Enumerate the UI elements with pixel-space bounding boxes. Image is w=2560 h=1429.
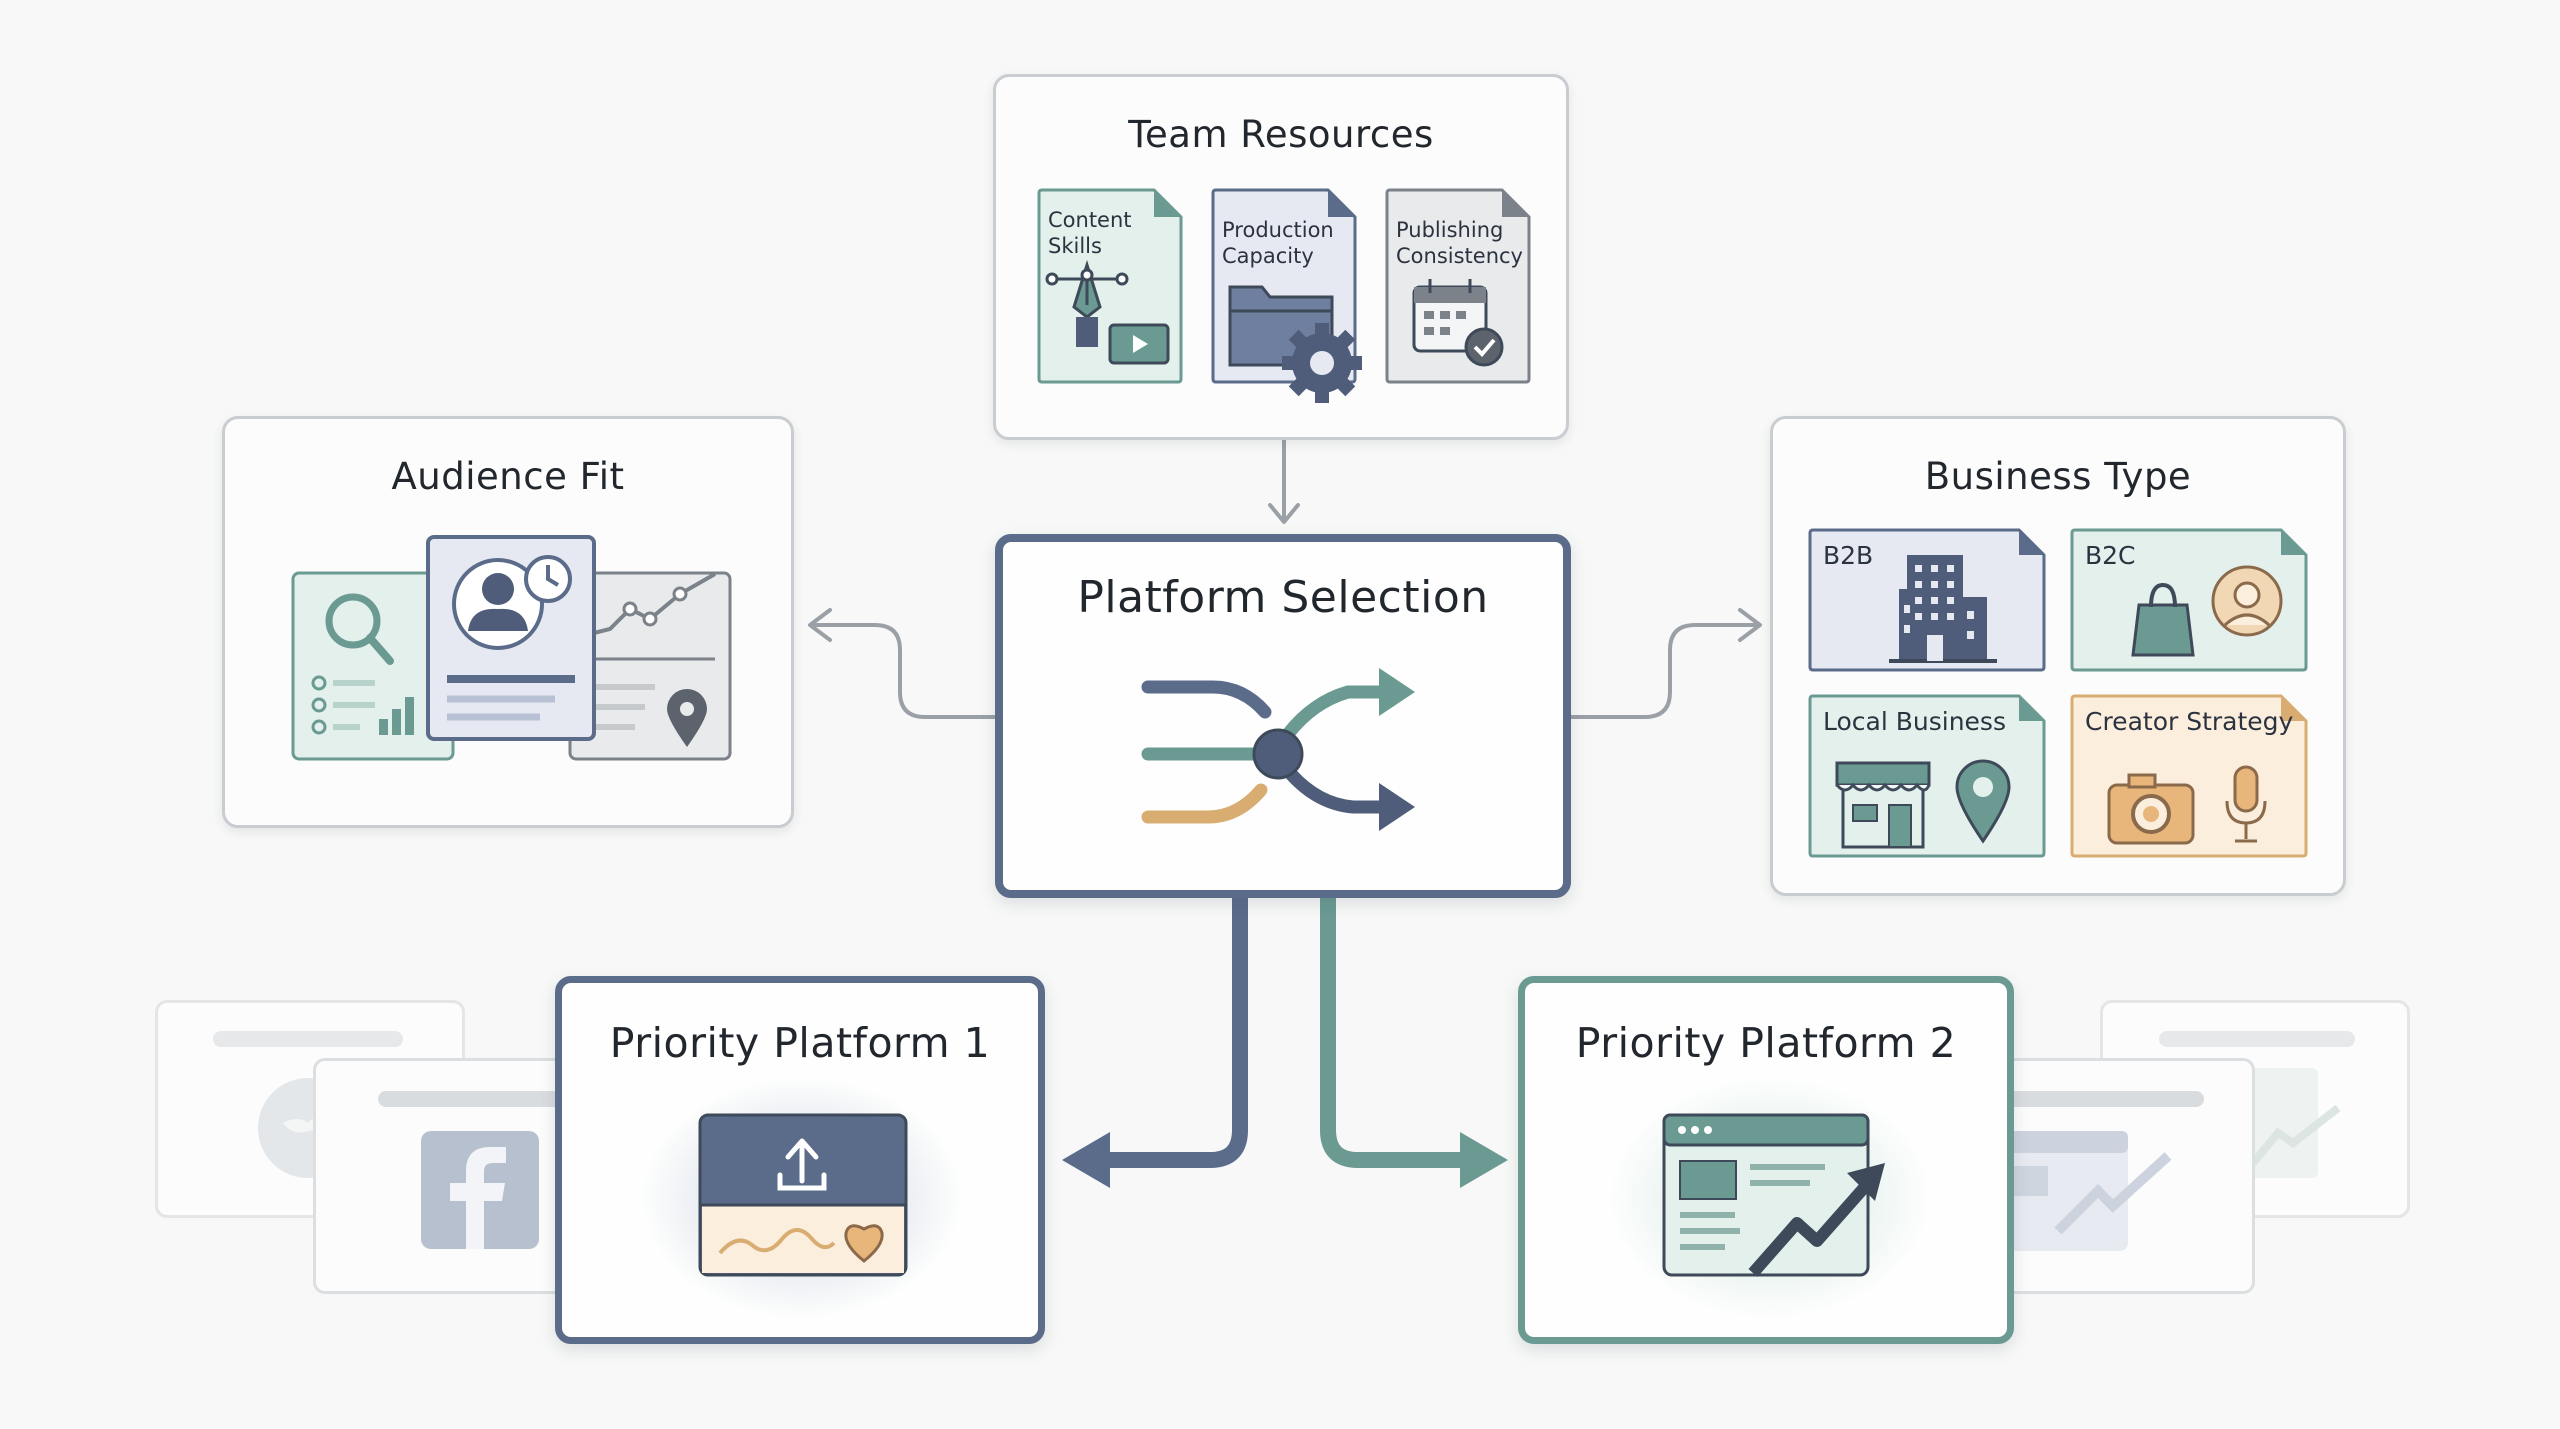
team-resources-title: Team Resources	[1128, 113, 1434, 156]
priority-platform-2-title: Priority Platform 2	[1575, 1019, 1957, 1067]
shopping-bag-icon	[2131, 582, 2195, 657]
business-type-title: Business Type	[1924, 455, 2192, 498]
browser-growth-chart-icon	[1610, 1078, 1930, 1318]
priority-platform-1-title: Priority Platform 1	[609, 1019, 991, 1067]
customer-avatar-icon	[2211, 565, 2283, 637]
audience-fit-title: Audience Fit	[391, 455, 625, 498]
connector-center-to-business	[1571, 623, 1758, 719]
microphone-icon	[2225, 765, 2267, 843]
trend-chart-icon	[2243, 1068, 2341, 1178]
browser-growth-icon	[1998, 1131, 2172, 1251]
production-capacity-label: Production Capacity	[1222, 218, 1334, 268]
connector-center-to-priority2	[1320, 898, 1465, 1168]
video-play-icon	[1108, 323, 1170, 365]
camera-icon	[2107, 773, 2195, 845]
connector-center-to-priority1	[1105, 898, 1248, 1168]
creator-strategy-label: Creator Strategy	[2085, 707, 2294, 736]
b2c-label: B2C	[2085, 541, 2136, 570]
line-chart-map-card	[568, 571, 732, 761]
profile-card	[426, 535, 596, 741]
publishing-consistency-card: Publishing Consistency	[1384, 187, 1532, 385]
connector-audience-arrowhead	[808, 608, 832, 642]
team-resources-panel: Team Resources Content Skills Production…	[993, 74, 1569, 440]
audience-fit-panel: Audience Fit	[222, 416, 794, 828]
calendar-check-icon	[1412, 279, 1504, 367]
search-analytics-card	[291, 571, 455, 761]
connector-team-arrowhead	[1268, 503, 1300, 524]
location-pin-icon	[1955, 759, 2011, 844]
storefront-icon	[1835, 761, 1931, 849]
priority-platform-2-panel: Priority Platform 2	[1518, 976, 2014, 1344]
platform-selection-title: Platform Selection	[1077, 572, 1489, 623]
office-building-icon	[1889, 555, 1997, 663]
local-business-tile: Local Business	[1807, 693, 2047, 859]
production-capacity-card: Production Capacity	[1210, 187, 1362, 403]
b2b-tile: B2B	[1807, 527, 2047, 673]
content-skills-label: Content Skills	[1048, 208, 1132, 258]
local-business-label: Local Business	[1823, 707, 2006, 736]
ghost-bar	[2159, 1031, 2355, 1047]
b2c-tile: B2C	[2069, 527, 2309, 673]
content-skills-card: Content Skills	[1036, 187, 1184, 385]
connector-priority1-arrowhead	[1062, 1132, 1110, 1188]
ghost-bar	[2004, 1091, 2204, 1107]
creator-strategy-tile: Creator Strategy	[2069, 693, 2309, 859]
connector-priority2-arrowhead	[1460, 1132, 1508, 1188]
connector-business-arrowhead	[1738, 608, 1762, 642]
publishing-consistency-label: Publishing Consistency	[1396, 218, 1523, 268]
connector-center-to-audience	[812, 623, 998, 719]
ghost-bar	[213, 1031, 403, 1047]
upload-engagement-icon	[642, 1078, 962, 1318]
shuffle-routing-icon	[1141, 668, 1415, 831]
pen-tool-icon	[1045, 259, 1129, 347]
audience-illustration	[291, 535, 732, 761]
priority-platform-1-panel: Priority Platform 1	[555, 976, 1045, 1344]
platform-selection-panel: Platform Selection	[995, 534, 1571, 898]
facebook-icon	[421, 1131, 539, 1249]
b2b-label: B2B	[1823, 541, 1874, 570]
business-type-panel: Business Type B2B	[1770, 416, 2346, 896]
gear-icon	[1282, 323, 1362, 403]
ghost-bar	[378, 1091, 578, 1107]
